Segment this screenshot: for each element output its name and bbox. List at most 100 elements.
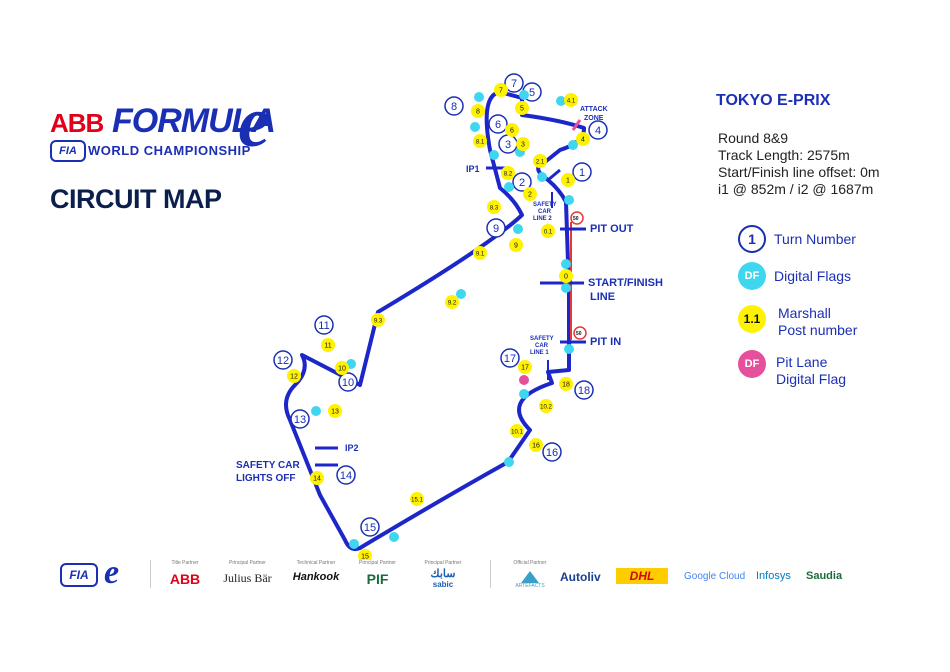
turn-number: 12 — [277, 355, 289, 367]
turn-marker-14: 14 — [336, 465, 356, 485]
marshal-post-number: 15 — [361, 554, 369, 561]
digital-flag-dot — [568, 140, 578, 150]
turn-circle — [338, 372, 358, 392]
julius-baer-logo: Julius Bär — [223, 571, 272, 585]
sponsor-hankook: Technical Partner Hankook — [287, 560, 345, 583]
sponsor-caption: Principal Partner — [424, 560, 462, 566]
marshal-post-number: 9.3 — [374, 319, 383, 325]
artefacts-caption: ARTEFACTS — [515, 583, 545, 589]
marshal-post-number: 0.1 — [544, 230, 553, 236]
digital-flag-dot — [561, 259, 571, 269]
marshal-post-number: 8.1 — [476, 140, 485, 146]
marshal-post-16: 16 — [529, 438, 543, 452]
marshal-post-number: 12 — [290, 374, 298, 381]
marshal-post-9.1: 9.1 — [473, 246, 487, 260]
sponsor-pif: Principal Partner PIF — [355, 560, 400, 587]
sponsor-julius-baer: Principal Partner Julius Bär — [220, 560, 275, 586]
marshal-dot — [510, 424, 524, 438]
digital-flag-dot — [311, 406, 321, 416]
sabic-arabic-logo: سابك — [430, 568, 456, 580]
marshal-post-5: 5 — [515, 101, 529, 115]
turn-marker-18: 18 — [574, 380, 594, 400]
turn-circle — [486, 218, 506, 238]
marshal-dot — [539, 399, 553, 413]
digital-flag-dot — [537, 172, 547, 182]
marshal-post-0: 0 — [559, 269, 573, 283]
digital-flag-dot — [561, 283, 571, 293]
marshal-post-8: 8 — [471, 104, 485, 118]
marshal-dot — [518, 360, 532, 374]
marshal-post-2: 2 — [523, 187, 537, 201]
marshal-dot — [473, 134, 487, 148]
digital-flag-dot — [456, 289, 466, 299]
turn-number: 10 — [342, 377, 354, 389]
marshal-post-number: 0 — [564, 274, 568, 281]
turn-circle — [500, 348, 520, 368]
turn-marker-4: 4 — [588, 120, 608, 140]
marshal-post-1: 1 — [561, 173, 575, 187]
marshal-dot — [523, 187, 537, 201]
legend-turn-label: Turn Number — [774, 231, 856, 247]
digital-flag-dot — [504, 457, 514, 467]
turn-circle — [542, 442, 562, 462]
marshal-post-18: 18 — [559, 377, 573, 391]
turn-marker-6: 6 — [488, 114, 508, 134]
digital-flag-dot — [519, 389, 529, 399]
pit-out-label: PIT OUT — [590, 223, 634, 235]
intermediates: i1 @ 852m / i2 @ 1687m — [718, 181, 874, 197]
start-finish-label-1: START/FINISH — [588, 277, 663, 289]
abb-logo: ABB — [50, 108, 104, 138]
turn-number: 6 — [495, 119, 501, 131]
turn-marker-10: 10 — [338, 372, 358, 392]
turn-number: 1 — [579, 167, 585, 179]
pit-lane-flag-symbol: DF — [738, 350, 766, 378]
turn-number: 7 — [511, 78, 517, 90]
sc-line-2-label-a: SAFETY — [533, 202, 557, 208]
marshal-post-number: 16 — [532, 443, 540, 450]
marshal-post-number: 8 — [476, 109, 480, 116]
marshal-post-number: 14 — [313, 476, 321, 483]
turn-circle — [504, 73, 524, 93]
marshal-post-number: 8.3 — [490, 206, 499, 212]
sabic-logo: sabic — [432, 580, 454, 589]
marshal-post-number: 9 — [514, 243, 518, 250]
pit-lane-flag-dot — [519, 375, 529, 385]
turn-number: 15 — [364, 522, 376, 534]
marshal-post-number: 11 — [324, 343, 331, 350]
turn-number: 13 — [294, 414, 306, 426]
sc-line-1-label-a: SAFETY — [530, 336, 554, 342]
turn-circle — [444, 96, 464, 116]
digital-flag-dot — [470, 122, 480, 132]
pif-logo: PIF — [366, 571, 389, 587]
marshal-post-4: 4 — [576, 132, 590, 146]
track-length: Track Length: 2575m — [718, 147, 850, 163]
track-curve-t1 — [547, 168, 561, 182]
marshal-dot — [371, 313, 385, 327]
marshal-dot — [487, 200, 501, 214]
sc-lights-off-label-2: LIGHTS OFF — [236, 473, 295, 484]
turn-marker-7: 7 — [504, 73, 524, 93]
marshal-post-number: 9.2 — [448, 301, 457, 307]
turn-circle — [512, 172, 532, 192]
marshal-dot — [561, 173, 575, 187]
marshal-dot — [494, 83, 508, 97]
attack-zone-label-2: ZONE — [584, 115, 604, 122]
circuit-map: PIT OUT START/FINISH LINE PIT IN IP1 IP2… — [236, 73, 663, 561]
sponsor-sabic: Principal Partner سابك sabic — [418, 560, 468, 589]
saudia-logo: Saudia — [806, 570, 843, 582]
marshal-post-number: 6 — [510, 128, 514, 135]
turn-number: 5 — [529, 87, 535, 99]
event-title: TOKYO E-PRIX — [716, 92, 831, 109]
turn-number: 3 — [505, 139, 511, 151]
marshal-post-6: 6 — [505, 123, 519, 137]
marshal-post-number: 7 — [499, 88, 503, 95]
digital-flags — [311, 90, 578, 549]
speed-limit-out-text: 50 — [573, 216, 579, 222]
turn-circle — [488, 114, 508, 134]
turn-circle — [314, 315, 334, 335]
marshal-post-number: 10 — [338, 366, 346, 373]
marshal-post-number: 4 — [581, 137, 585, 144]
legend-pit-lane-label-1: Pit Lane — [776, 354, 828, 370]
legend-pit-lane-label-2: Digital Flag — [776, 371, 847, 387]
